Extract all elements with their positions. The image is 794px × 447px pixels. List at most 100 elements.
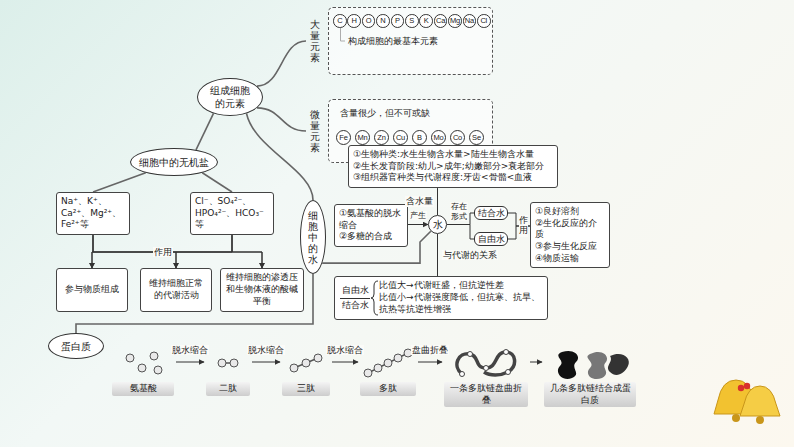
node-text: O (366, 17, 372, 25)
element-circle: P (391, 14, 405, 28)
form-box: 结合水 (474, 206, 508, 220)
node-text: ③参与生化反应 (535, 241, 605, 253)
branch-line (257, 41, 306, 86)
protein-stage: 多肽 (360, 346, 416, 396)
stage-name: 一条多肽链盘曲折叠 (444, 382, 528, 407)
connector-arrow (92, 235, 93, 268)
node-text: H (352, 17, 357, 25)
element-circle: Co (450, 130, 465, 145)
element-circle: C (333, 14, 347, 28)
element-circle: Cu (393, 130, 408, 145)
element-circle: N (376, 14, 390, 28)
content-box: 参与物质组成 (56, 268, 128, 312)
node-text: P (395, 17, 400, 25)
element-circle: Mn (355, 130, 370, 145)
fraction-bar (340, 298, 370, 299)
element-circle: Ca (434, 14, 448, 28)
content-box: ①生物种类:水生生物含水量>陆生生物含水量②生长发育阶段:幼儿>成年;幼嫩部分>… (348, 145, 558, 188)
element-circle: Cl (477, 14, 491, 28)
element-circle: Na (463, 14, 477, 28)
element-circle: H (347, 14, 361, 28)
element-circle: K (419, 14, 433, 28)
node-text: ②生长发育阶段:幼儿>成年;幼嫩部分>衰老部分 (353, 161, 553, 173)
element-circle: Fe (336, 130, 351, 145)
content-box: 维持细胞正常的代谢活动 (140, 268, 212, 312)
connector-arrow (418, 362, 442, 363)
edge-label: 作用 (519, 215, 528, 237)
protein-illustration (112, 346, 174, 380)
fraction: 自由水结合水 (340, 285, 370, 311)
edge-label: 脱水缩合 (171, 345, 209, 356)
edge-label: 盘曲折叠 (411, 345, 449, 356)
branch-line (202, 173, 232, 192)
edge-label: 含水量 (405, 196, 434, 207)
node-text: ③组织器官种类与代谢程度:牙齿<骨骼<血液 (353, 172, 553, 184)
stage-name: 三肽 (282, 382, 330, 396)
water-circle: 水 (428, 215, 447, 234)
bells (714, 380, 780, 424)
stage-name: 氨基酸 (112, 382, 174, 396)
group-heading: 大量元素 (310, 19, 320, 63)
node-text: 自由水 (478, 235, 505, 244)
node-text: 比值大→代谢旺盛，但抗逆性差 (379, 280, 542, 292)
connector-arrow (437, 234, 438, 276)
node-text: Na (465, 17, 474, 25)
node-text: Fe (339, 134, 347, 142)
edge-label: 作用 (153, 247, 173, 258)
protein-stage: 三肽 (282, 346, 330, 396)
node-text: 细胞中的无机盐 (139, 156, 209, 169)
node-text: B (417, 134, 422, 142)
concept-ellipse: 细胞中的无机盐 (130, 148, 218, 176)
node-text: Cl⁻、SO₄²⁻、HPO₄²⁻、HCO₃⁻等 (195, 196, 269, 231)
node-text: Cl (480, 17, 487, 25)
content-box: ①氨基酸的脱水缩合②多糖的合成 (334, 204, 408, 247)
node-text: Zn (377, 134, 385, 142)
node-text: ④物质运输 (535, 253, 605, 265)
protein-stage: 几条多肽链结合成蛋白质 (544, 346, 636, 407)
protein-illustration (206, 346, 250, 380)
denominator: 结合水 (340, 300, 370, 312)
node-text: Na⁺、K⁺、Ca²⁺、Mg²⁺、Fe²⁺等 (61, 196, 125, 231)
node-text: 参与物质组成 (61, 284, 123, 296)
node-text: ②多糖的合成 (339, 231, 403, 243)
edge-label: 脱水缩合 (247, 345, 285, 356)
node-text: 水 (433, 218, 443, 231)
numerator: 自由水 (340, 285, 370, 297)
node-text: Ca (436, 17, 445, 25)
node-text: ①生物种类:水生生物含水量>陆生生物含水量 (353, 149, 553, 161)
connector-arrow (176, 362, 204, 363)
branch-line (93, 173, 146, 192)
node-text: K (424, 17, 429, 25)
protein-illustration (444, 346, 528, 380)
node-text: 维持细胞正常的代谢活动 (145, 278, 207, 301)
node-text: 组成细胞的元素 (209, 84, 251, 110)
protein-stage: 氨基酸 (112, 346, 174, 396)
connector-arrow (408, 224, 428, 225)
element-circle: Se (469, 130, 484, 145)
group-note: 构成细胞的最基本元素 (348, 36, 438, 48)
branch-line (247, 113, 314, 200)
edge-label: 与代谢的关系 (442, 250, 498, 261)
connector-arrow (232, 235, 262, 268)
node-text: 细胞中的水 (308, 210, 318, 265)
group-heading: 微量元素 (310, 109, 320, 153)
node-text: ①氨基酸的脱水缩合 (339, 208, 403, 231)
protein-stage: 一条多肽链盘曲折叠 (444, 346, 528, 407)
node-text: C (337, 17, 342, 25)
group-note: 含量很少，但不可或缺 (340, 108, 430, 120)
element-circle: S (405, 14, 419, 28)
connector-arrow (252, 362, 280, 363)
node-text: Se (472, 134, 481, 142)
element-group-box: 大量元素构成细胞的最基本元素CHONPSKCaMgNaCl (306, 6, 494, 76)
node-text: 比值小→代谢强度降低，但抗寒、抗旱、抗热等抗逆性增强 (379, 292, 542, 315)
element-circle: Mo (431, 130, 446, 145)
content-box: ①良好溶剂②生化反应的介质③参与生化反应④物质运输 (530, 202, 610, 268)
branch-line (196, 113, 214, 149)
protein-stage: 二肽 (206, 346, 250, 396)
node-text: ①良好溶剂 (535, 206, 605, 218)
edge-label: 产生 (409, 211, 427, 221)
stage-name: 二肽 (206, 382, 250, 396)
node-text: Cu (396, 134, 405, 142)
element-circle: B (412, 130, 427, 145)
